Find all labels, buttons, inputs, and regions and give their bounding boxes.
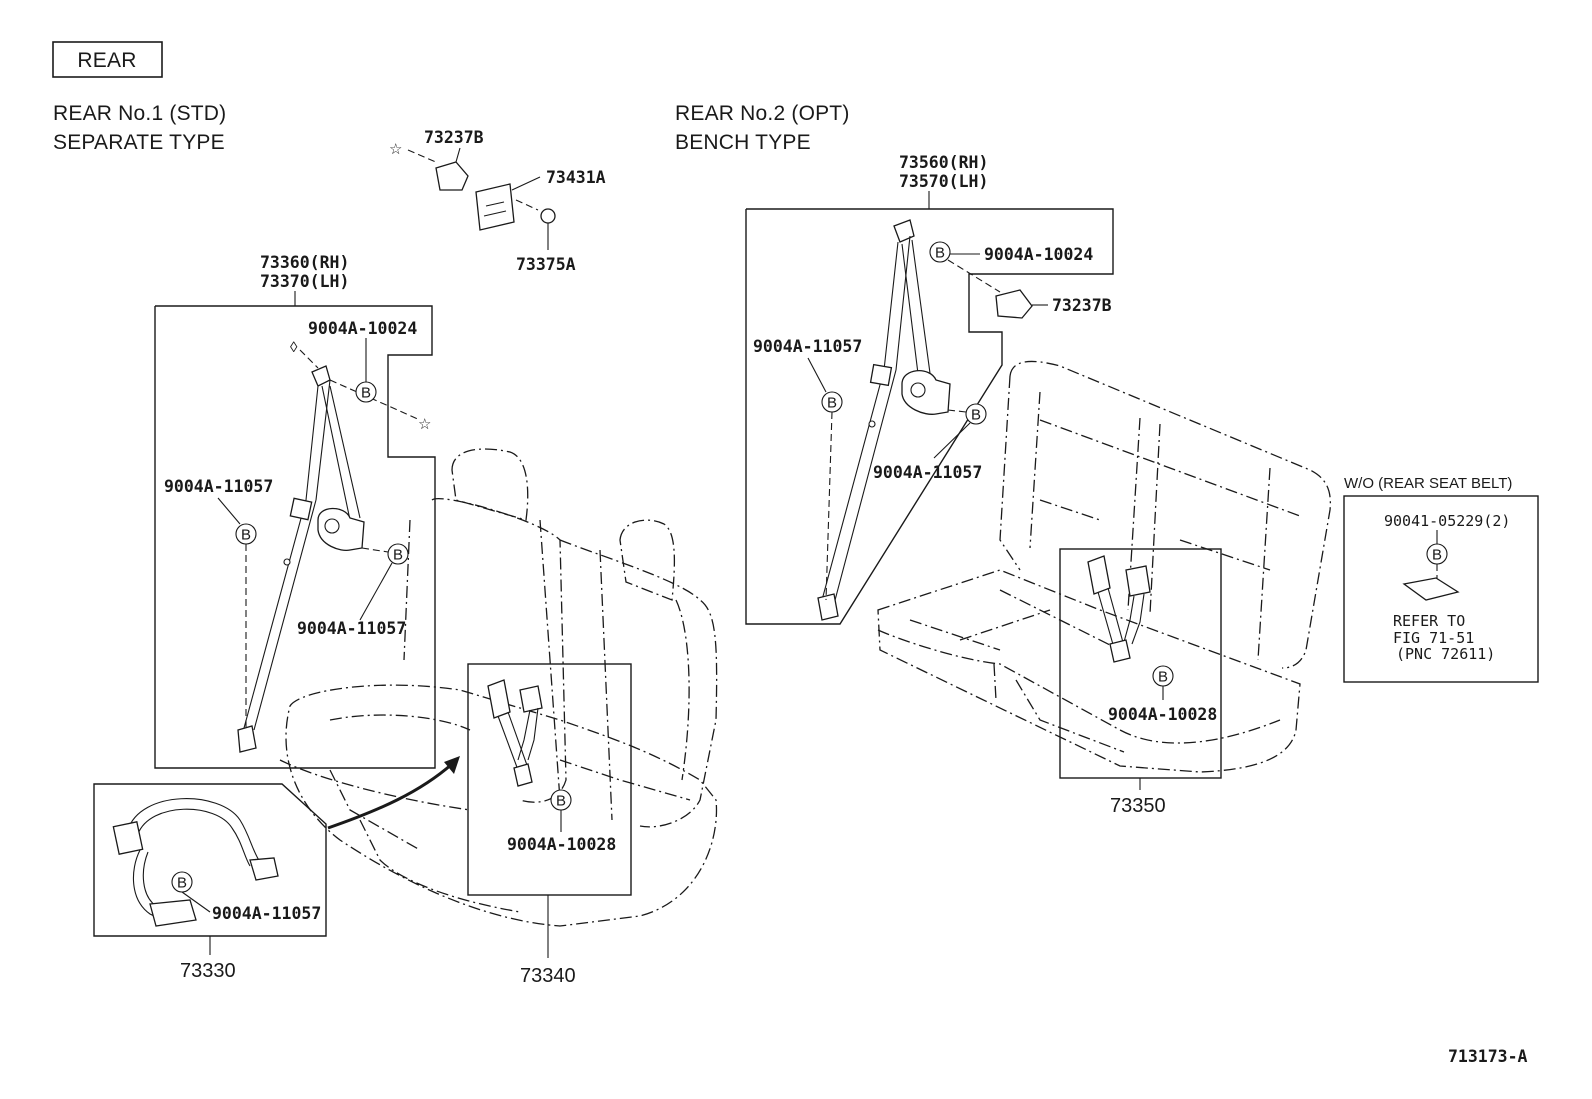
part-90041: 90041-05229(2)	[1384, 512, 1510, 530]
svg-text:B: B	[1432, 547, 1442, 564]
bolt-r-11057-b: 9004A-11057	[873, 463, 982, 482]
part-73340: 73340	[520, 965, 576, 987]
svg-text:B: B	[827, 395, 837, 412]
plate-73431A	[475, 183, 515, 231]
part-73350: 73350	[1110, 795, 1166, 817]
svg-text:B: B	[177, 875, 187, 892]
part-73370: 73370(LH)	[260, 272, 349, 291]
part-73360: 73360(RH)	[260, 253, 349, 272]
bolt-l-11057-b: 9004A-11057	[297, 619, 406, 638]
svg-text:B: B	[361, 385, 371, 402]
bolt-l-10028: 9004A-10028	[507, 835, 616, 854]
star-icon: ☆	[418, 416, 431, 433]
figure-id: 713173-A	[1448, 1047, 1528, 1066]
svg-text:B: B	[556, 793, 566, 810]
part-73375A: 73375A	[516, 255, 576, 274]
blind-plate	[1402, 577, 1460, 601]
star-icon: ☆	[389, 141, 402, 158]
rear-title: REAR	[77, 49, 136, 72]
right-section-line2: BENCH TYPE	[675, 131, 811, 154]
left-rear-seats	[279, 448, 718, 927]
right-retractor	[901, 370, 951, 415]
part-73431A: 73431A	[546, 168, 606, 187]
refer-line2: FIG 71-51	[1393, 629, 1474, 647]
bolt-r-11057-a: 9004A-11057	[753, 337, 862, 356]
refer-line1: REFER TO	[1393, 612, 1465, 630]
left-retractor	[317, 507, 365, 551]
cover-73237B-top	[435, 161, 469, 191]
bolt-l-11057-c: 9004A-11057	[212, 904, 321, 923]
right-belt-box	[745, 208, 1114, 625]
left-section-line2: SEPARATE TYPE	[53, 131, 225, 154]
part-73560: 73560(RH)	[899, 153, 988, 172]
svg-text:B: B	[971, 407, 981, 424]
part-73237B-right: 73237B	[1052, 296, 1112, 315]
center-buckle-box	[467, 663, 632, 896]
svg-text:B: B	[241, 527, 251, 544]
bolt-r-10028: 9004A-10028	[1108, 705, 1217, 724]
bolt-l-11057-a: 9004A-11057	[164, 477, 273, 496]
svg-text:B: B	[393, 547, 403, 564]
cover-73237B-right	[995, 289, 1033, 319]
bolt-r-10024: 9004A-10024	[984, 245, 1093, 264]
svg-text:B: B	[1158, 669, 1168, 686]
bench-seat	[877, 360, 1332, 773]
arrow	[327, 762, 453, 830]
svg-text:◊: ◊	[290, 339, 298, 356]
svg-text:B: B	[935, 245, 945, 262]
left-section-line1: REAR No.1 (STD)	[53, 102, 226, 125]
rear-title-box	[52, 41, 163, 78]
right-section-line1: REAR No.2 (OPT)	[675, 102, 850, 125]
wo-box	[1343, 495, 1539, 683]
bolt-l-10024: 9004A-10024	[308, 319, 417, 338]
part-73237B-top: 73237B	[424, 128, 484, 147]
lap-belt-box	[93, 783, 327, 937]
part-73570: 73570(LH)	[899, 172, 988, 191]
part-73330: 73330	[180, 960, 236, 982]
left-belt-box	[154, 305, 436, 769]
clip-73375A	[540, 208, 556, 224]
refer-line3: (PNC 72611)	[1396, 645, 1495, 663]
wo-box-title: W/O (REAR SEAT BELT)	[1344, 475, 1512, 492]
